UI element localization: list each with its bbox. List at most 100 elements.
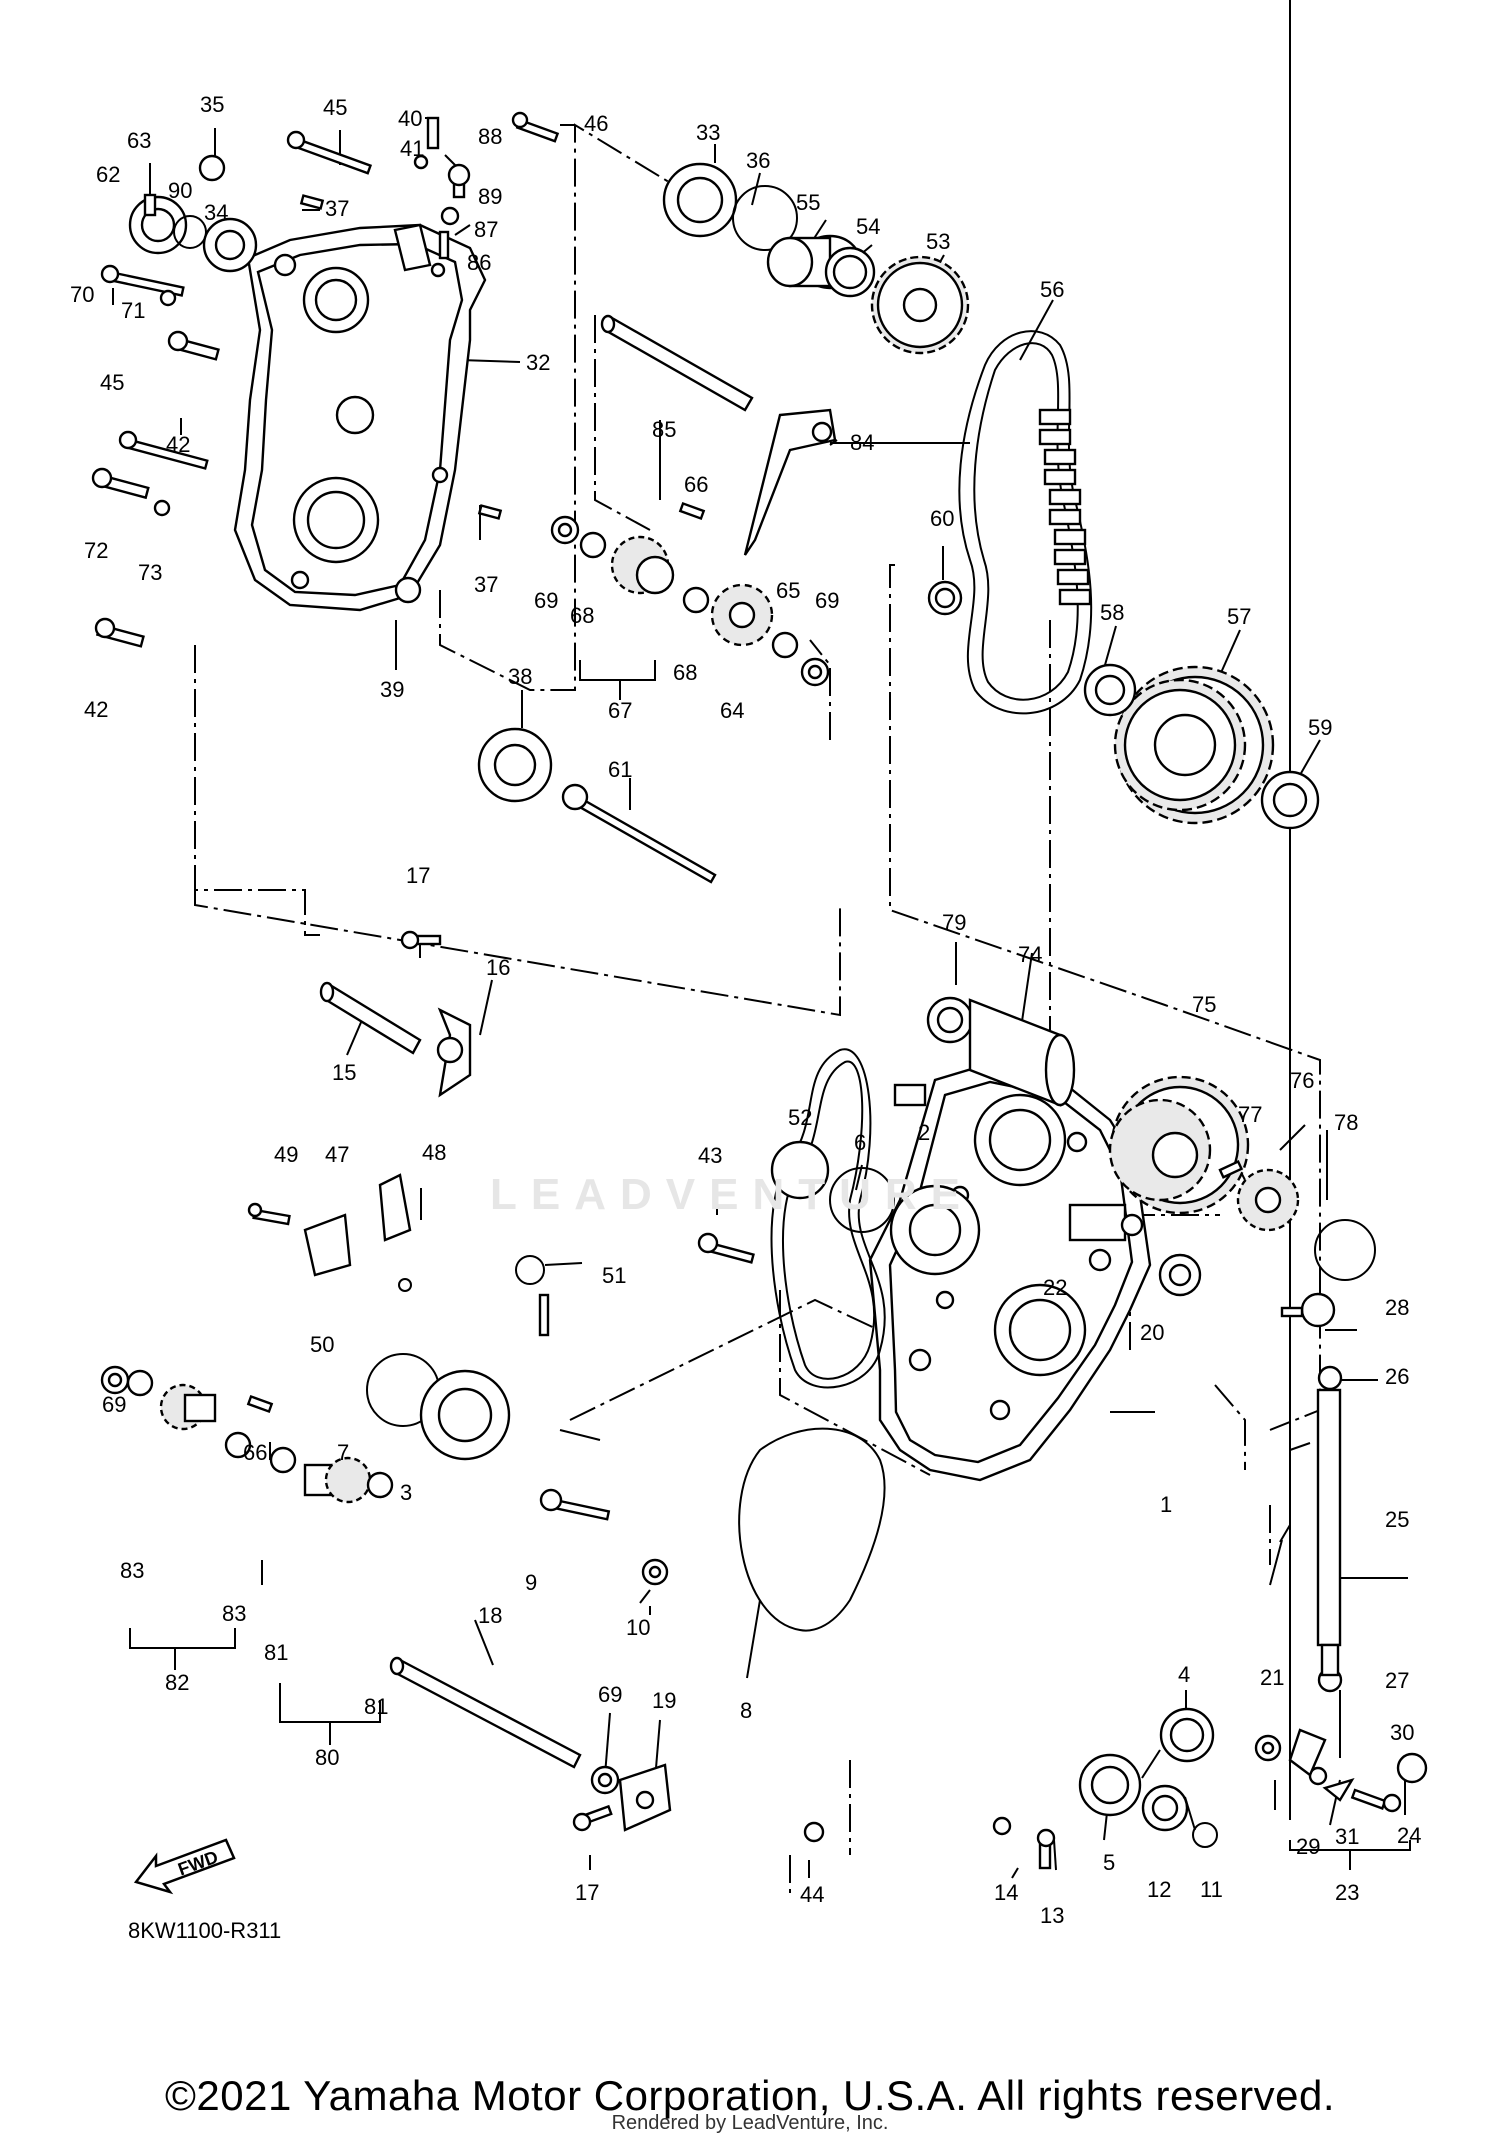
shaft-61	[561, 783, 717, 884]
callout-54: 54	[856, 214, 880, 239]
diagram-code: 8KW1100-R311	[128, 1918, 282, 1943]
callout-48: 48	[422, 1140, 446, 1165]
bolt-42-b	[94, 617, 145, 648]
callout-82: 82	[165, 1670, 189, 1695]
circlip-78	[1314, 1219, 1376, 1281]
callout-33: 33	[696, 120, 720, 145]
nut-10	[641, 1558, 669, 1586]
bolts	[91, 111, 1428, 1870]
circlip-6	[829, 1167, 895, 1233]
lever-23	[1288, 1728, 1327, 1777]
bearing-81-b	[366, 1471, 394, 1499]
bearing-20	[1158, 1253, 1202, 1297]
washer-69-c	[100, 1365, 130, 1395]
callout-66-a: 66	[684, 472, 708, 497]
callout-4: 4	[1178, 1662, 1190, 1687]
bearing-79	[926, 996, 974, 1044]
callout-40: 40	[398, 106, 422, 131]
callout-68-b: 68	[673, 660, 697, 685]
callout-38: 38	[508, 664, 532, 689]
callout-67: 67	[608, 698, 632, 723]
callout-13: 13	[1040, 1903, 1064, 1928]
callout-31: 31	[1335, 1824, 1359, 1849]
callout-64: 64	[720, 698, 744, 723]
spring-66-a	[678, 501, 706, 521]
washer-21	[1254, 1734, 1282, 1762]
washer-14	[992, 1816, 1012, 1836]
washer-89	[440, 206, 460, 226]
callout-41: 41	[400, 136, 424, 161]
bolt-9	[539, 1488, 611, 1521]
callout-42-a: 42	[166, 432, 190, 457]
callout-16: 16	[486, 955, 510, 980]
callout-69-a: 69	[534, 588, 558, 613]
bolt-30	[1350, 1788, 1402, 1813]
collar-26	[1317, 1365, 1343, 1391]
callout-85: 85	[652, 417, 676, 442]
callout-35: 35	[200, 92, 224, 117]
callout-7: 7	[337, 1440, 349, 1465]
gear-57	[1113, 665, 1275, 825]
drive-chain-56	[958, 330, 1093, 715]
fwd-label: FWD	[175, 1847, 220, 1880]
plate-48	[378, 1173, 412, 1242]
callout-45-b: 45	[100, 370, 124, 395]
gear-80	[303, 1456, 372, 1504]
callout-74: 74	[1018, 942, 1042, 967]
callouts: 35 45 40 88 46 63 41 89 62 90 37 87 34 8…	[70, 92, 1421, 1928]
fwd-arrow-icon: FWD	[133, 1838, 236, 1895]
callout-14: 14	[994, 1880, 1018, 1905]
washer-73	[153, 499, 171, 517]
bearing-81-a	[269, 1446, 297, 1474]
callout-9: 9	[525, 1570, 537, 1595]
sensor-40	[426, 116, 440, 150]
callout-58: 58	[1100, 600, 1124, 625]
render-credit: Rendered by LeadVenture, Inc.	[611, 2112, 889, 2134]
bearing-34	[202, 217, 258, 273]
bolt-43	[697, 1232, 755, 1264]
bearings-and-rings	[100, 162, 1376, 1848]
bracket-31	[1322, 1777, 1355, 1802]
washer-54	[824, 246, 876, 298]
washer-71	[159, 289, 177, 307]
bolt-28	[1280, 1292, 1336, 1328]
callout-47: 47	[325, 1142, 349, 1167]
shaft-18	[389, 1656, 582, 1769]
callout-43: 43	[698, 1143, 722, 1168]
callout-39: 39	[380, 677, 404, 702]
bushing-52	[770, 1140, 830, 1200]
bolt-35	[198, 154, 226, 182]
bearing-83-a	[126, 1369, 154, 1397]
gear-75	[1108, 1075, 1250, 1215]
spring-66-b	[246, 1394, 274, 1414]
gasket-8	[738, 1048, 886, 1632]
callout-60: 60	[930, 506, 954, 531]
plate-19	[618, 1763, 672, 1832]
callout-50: 50	[310, 1332, 334, 1357]
callout-8: 8	[740, 1698, 752, 1723]
bolt-17-a	[400, 930, 442, 950]
spring-87	[438, 230, 450, 260]
bolt-45-a	[286, 130, 373, 175]
bearing-2	[889, 1184, 981, 1276]
callout-73: 73	[138, 560, 162, 585]
bearing-3	[419, 1369, 511, 1461]
leader-lines	[112, 0, 1411, 1879]
callout-53: 53	[926, 229, 950, 254]
bearing-33	[662, 162, 738, 238]
chain-links	[1038, 408, 1092, 606]
bolt-13	[1036, 1828, 1056, 1870]
seal-4	[1159, 1707, 1215, 1763]
callout-57: 57	[1227, 604, 1251, 629]
callout-86: 86	[467, 250, 491, 275]
callout-61: 61	[608, 757, 632, 782]
shafts-and-pins	[299, 194, 1342, 1769]
callout-45-a: 45	[323, 95, 347, 120]
gear-76	[1236, 1168, 1300, 1232]
callout-56: 56	[1040, 277, 1064, 302]
pin-37-a	[299, 194, 325, 210]
callout-18: 18	[478, 1603, 502, 1628]
callout-68-a: 68	[570, 603, 594, 628]
left-case-cover-32	[233, 223, 487, 612]
bolt-88	[447, 163, 471, 199]
